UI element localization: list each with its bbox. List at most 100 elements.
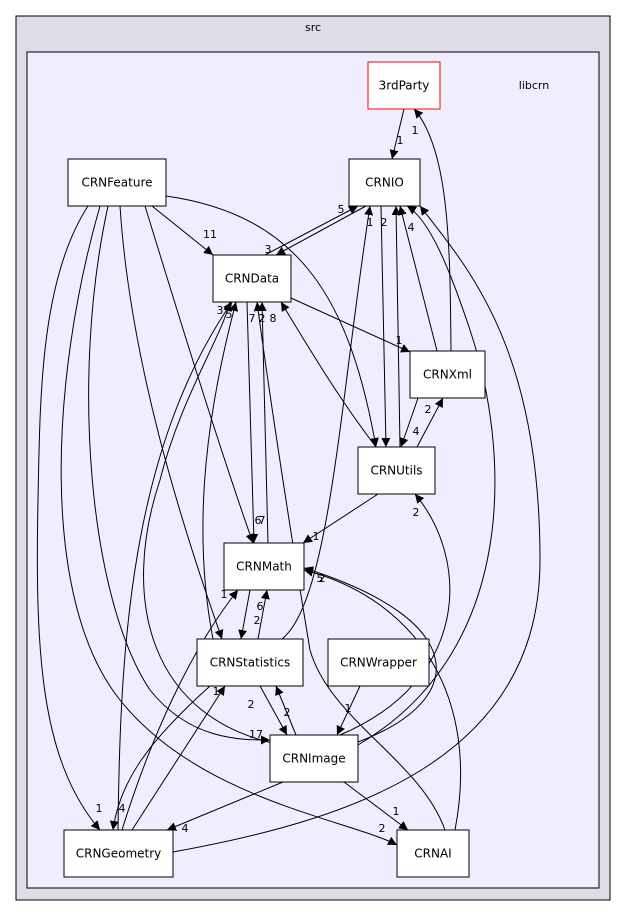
node-label: CRNAI (414, 847, 451, 861)
edge-line (144, 205, 255, 544)
node-crnimage[interactable]: CRNImage (269, 734, 359, 783)
node-label: CRNMath (236, 560, 292, 574)
edge-label: 5 (317, 572, 324, 585)
edge-crnutils-to-crnxml: 2 (416, 397, 444, 448)
edge-label: 1 (213, 685, 220, 698)
node-box[interactable] (196, 638, 304, 687)
edge-label: 2 (425, 403, 432, 416)
edge-crngeometry-to-crnio: 1 (0, 0, 541, 853)
edge-crnio-to-crndata: 3 (265, 205, 367, 256)
edge-line (257, 589, 270, 640)
edge-line (339, 493, 451, 736)
edge-label: 1 (396, 334, 403, 347)
edge-label: 8 (270, 312, 277, 325)
edge-crnai-to-crndata (253, 301, 446, 831)
node-crngeometry[interactable]: CRNGeometry (63, 829, 174, 878)
node-box[interactable] (67, 158, 167, 207)
node-box[interactable] (223, 542, 305, 591)
edge-label: 4 (119, 802, 126, 815)
edge-crnstatistics-to-crnimage: 2 (248, 685, 288, 736)
edge-crnfeature-to-crnutils (165, 195, 379, 448)
edge-line (121, 589, 239, 831)
edge-label: 1 (397, 134, 404, 147)
edge-line (60, 205, 398, 846)
edge-line (343, 781, 409, 831)
edge-label: 3 (265, 243, 272, 256)
edge-line (202, 301, 239, 640)
edge-crnxml-to-crnutils: 4 (399, 397, 420, 448)
edge-line (238, 589, 251, 640)
edge-crnstatistics-to-crndata: 7 (202, 301, 256, 640)
node-box[interactable] (409, 350, 486, 399)
node-crnfeature[interactable]: CRNFeature (67, 158, 167, 207)
edge-line (303, 566, 437, 743)
edge-label: 4 (182, 822, 189, 835)
edge-line (119, 205, 224, 640)
edge-label: 5 (226, 308, 233, 321)
edge-crnstatistics-to-crnio (281, 205, 374, 640)
edge-crnutils-to-crndata: 8 (270, 301, 377, 448)
node-box[interactable] (327, 638, 430, 687)
edge-crnimage-to-crnmath: 2 (303, 566, 437, 743)
edge-line (151, 205, 214, 256)
edge-line (397, 205, 438, 352)
edge-crnstatistics-to-crnmath: 6 (257, 589, 270, 640)
edge-crnimage-to-crnstatistics: 2 (275, 685, 297, 736)
edge-label: 1 (0, 0, 4, 3)
node-label: CRNFeature (81, 176, 152, 190)
edge-label: 2 (284, 706, 291, 719)
edge-crndata-to-crnmath: 6 (246, 301, 262, 544)
node-box[interactable] (367, 61, 441, 110)
node-box[interactable] (212, 254, 292, 303)
node-box[interactable] (357, 446, 436, 495)
edge-crnimage-to-crnutils: 2 (339, 493, 451, 736)
node-box[interactable] (63, 829, 174, 878)
edge-crnutils-to-crnmath: 1 (302, 493, 379, 544)
edge-line (172, 205, 541, 853)
node-crnxml[interactable]: CRNXml (409, 350, 486, 399)
node-box[interactable] (348, 158, 421, 207)
edge-crngeometry-to-crnmath: 1 (121, 588, 239, 831)
edge-label: 1 (345, 702, 352, 715)
edge-label: 2 (254, 614, 261, 627)
node-3rdparty[interactable]: 3rdParty (367, 61, 441, 110)
edge-crnimage-to-crndata: 5 (143, 301, 283, 746)
edge-crnfeature-to-crngeometry: 1 (36, 205, 103, 831)
edge-label: 4 (413, 425, 420, 438)
node-crnwrapper[interactable]: CRNWrapper (327, 638, 430, 687)
node-crnmath[interactable]: CRNMath (223, 542, 305, 591)
edge-line (290, 297, 411, 353)
edge-label: 2 (259, 312, 266, 325)
edge-line (143, 301, 283, 746)
edge-crnimage-to-crnai: 1 (343, 781, 409, 831)
edge-label: 2 (379, 822, 386, 835)
edge-line (281, 205, 374, 640)
edge-label: 6 (255, 514, 262, 527)
node-crndata[interactable]: CRNData (212, 254, 292, 303)
edge-crnfeature-to-crndata: 11 (151, 205, 217, 256)
node-box[interactable] (269, 734, 359, 783)
node-label: CRNWrapper (340, 656, 417, 670)
node-label: CRNData (225, 272, 279, 286)
node-crnstatistics[interactable]: CRNStatistics (196, 638, 304, 687)
edge-line (246, 301, 259, 544)
node-box[interactable] (396, 829, 470, 878)
edge-label: 11 (203, 228, 217, 241)
edge-label: 1 (96, 802, 103, 815)
edge-line (336, 685, 361, 736)
edge-label: 17 (249, 728, 263, 741)
edge-crnio-to-crnutils: 1 (367, 205, 391, 448)
edge-layer: 111717125316414221812627221542241311145 (0, 0, 541, 853)
edge-crnxml-to-crnio: 4 (397, 205, 438, 352)
node-crnai[interactable]: CRNAI (396, 829, 470, 878)
edge-line (36, 205, 101, 831)
node-crnio[interactable]: CRNIO (348, 158, 421, 207)
edge-line (275, 685, 297, 736)
node-crnutils[interactable]: CRNUtils (357, 446, 436, 495)
edge-label: 1 (393, 805, 400, 818)
edge-line (413, 108, 452, 352)
edge-crnxml-to-3rdparty: 1 (412, 108, 452, 352)
edge-line (259, 685, 288, 736)
edge-label: 6 (257, 600, 264, 613)
